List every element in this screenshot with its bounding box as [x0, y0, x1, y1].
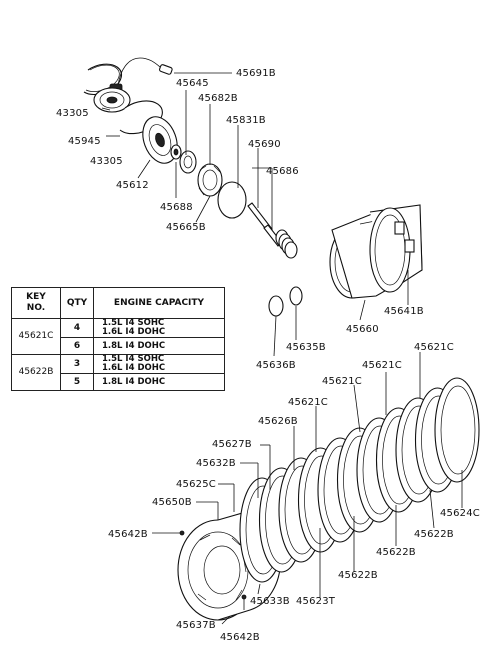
label-45945: 45945	[68, 136, 101, 147]
label-45686: 45686	[266, 166, 299, 177]
disc-inner-edge	[440, 385, 476, 475]
label-45624C: 45624C	[440, 508, 480, 519]
label-45690: 45690	[248, 139, 281, 150]
qty-cell: 3	[60, 354, 94, 374]
label-45636B: 45636B	[256, 360, 296, 371]
header-qty: QTY	[60, 287, 94, 319]
spring-45686	[275, 229, 298, 259]
label-43305-lower: 43305	[90, 156, 123, 167]
label-45623T: 45623T	[296, 596, 336, 607]
seal-45636B	[268, 295, 284, 317]
qty-cell: 6	[60, 337, 94, 355]
label-45621C-c: 45621C	[322, 376, 362, 387]
drum-45641B	[369, 204, 423, 293]
label-45641B: 45641B	[384, 306, 424, 317]
label-45621C-b: 45621C	[362, 360, 402, 371]
qty-cell: 4	[60, 318, 94, 338]
label-45632B: 45632B	[196, 458, 236, 469]
label-45642B-a: 45642B	[108, 529, 148, 540]
label-45622B-a: 45622B	[414, 529, 454, 540]
label-45831B: 45831B	[226, 115, 266, 126]
label-45625C: 45625C	[176, 479, 216, 490]
clutch-disc	[434, 377, 480, 483]
label-45665B: 45665B	[166, 222, 206, 233]
label-45621C-d: 45621C	[288, 397, 328, 408]
label-45637B: 45637B	[176, 620, 216, 631]
drum-45945	[93, 87, 131, 113]
leader-lines	[101, 72, 463, 625]
label-45642B-b: 45642B	[220, 632, 260, 643]
seal-45635B	[289, 286, 303, 306]
label-45691B: 45691B	[236, 68, 276, 79]
label-45635B: 45635B	[286, 342, 326, 353]
label-45622B-c: 45622B	[338, 570, 378, 581]
key-cell: 45621C	[11, 318, 61, 355]
clutch-disc-stack	[239, 377, 480, 583]
label-45626B: 45626B	[258, 416, 298, 427]
bearing-45688	[170, 144, 182, 160]
label-45612: 45612	[116, 180, 149, 191]
o-ring-45831B	[217, 181, 247, 219]
table-row: 5 1.8L I4 DOHC	[12, 373, 225, 391]
engine-cell: 1.8L I4 DOHC	[93, 337, 225, 355]
label-43305-upper: 43305	[56, 108, 89, 119]
key-cell: 45622B	[11, 354, 61, 391]
gear-45665B	[197, 163, 223, 197]
label-45627B: 45627B	[212, 439, 252, 450]
label-45645: 45645	[176, 78, 209, 89]
carrier-45612	[142, 116, 178, 164]
label-45660: 45660	[346, 324, 379, 335]
pin-45642B-b	[241, 594, 247, 610]
pin-45642B-a	[179, 530, 185, 536]
label-45688: 45688	[160, 202, 193, 213]
ring-45682B	[179, 150, 197, 174]
table-row: 6 1.8L I4 DOHC	[12, 337, 225, 355]
header-engine-capacity: ENGINE CAPACITY	[93, 287, 225, 319]
label-45622B-b: 45622B	[376, 547, 416, 558]
part-labels: 45691B 45645 43305 45682B 45831B 45945 4…	[56, 68, 480, 643]
label-45682B: 45682B	[198, 93, 238, 104]
label-45650B: 45650B	[152, 497, 192, 508]
engine-cell: 1.8L I4 DOHC	[93, 373, 225, 391]
qty-cell: 5	[60, 373, 94, 391]
label-45621C-a: 45621C	[414, 342, 454, 353]
label-45633B: 45633B	[250, 596, 290, 607]
